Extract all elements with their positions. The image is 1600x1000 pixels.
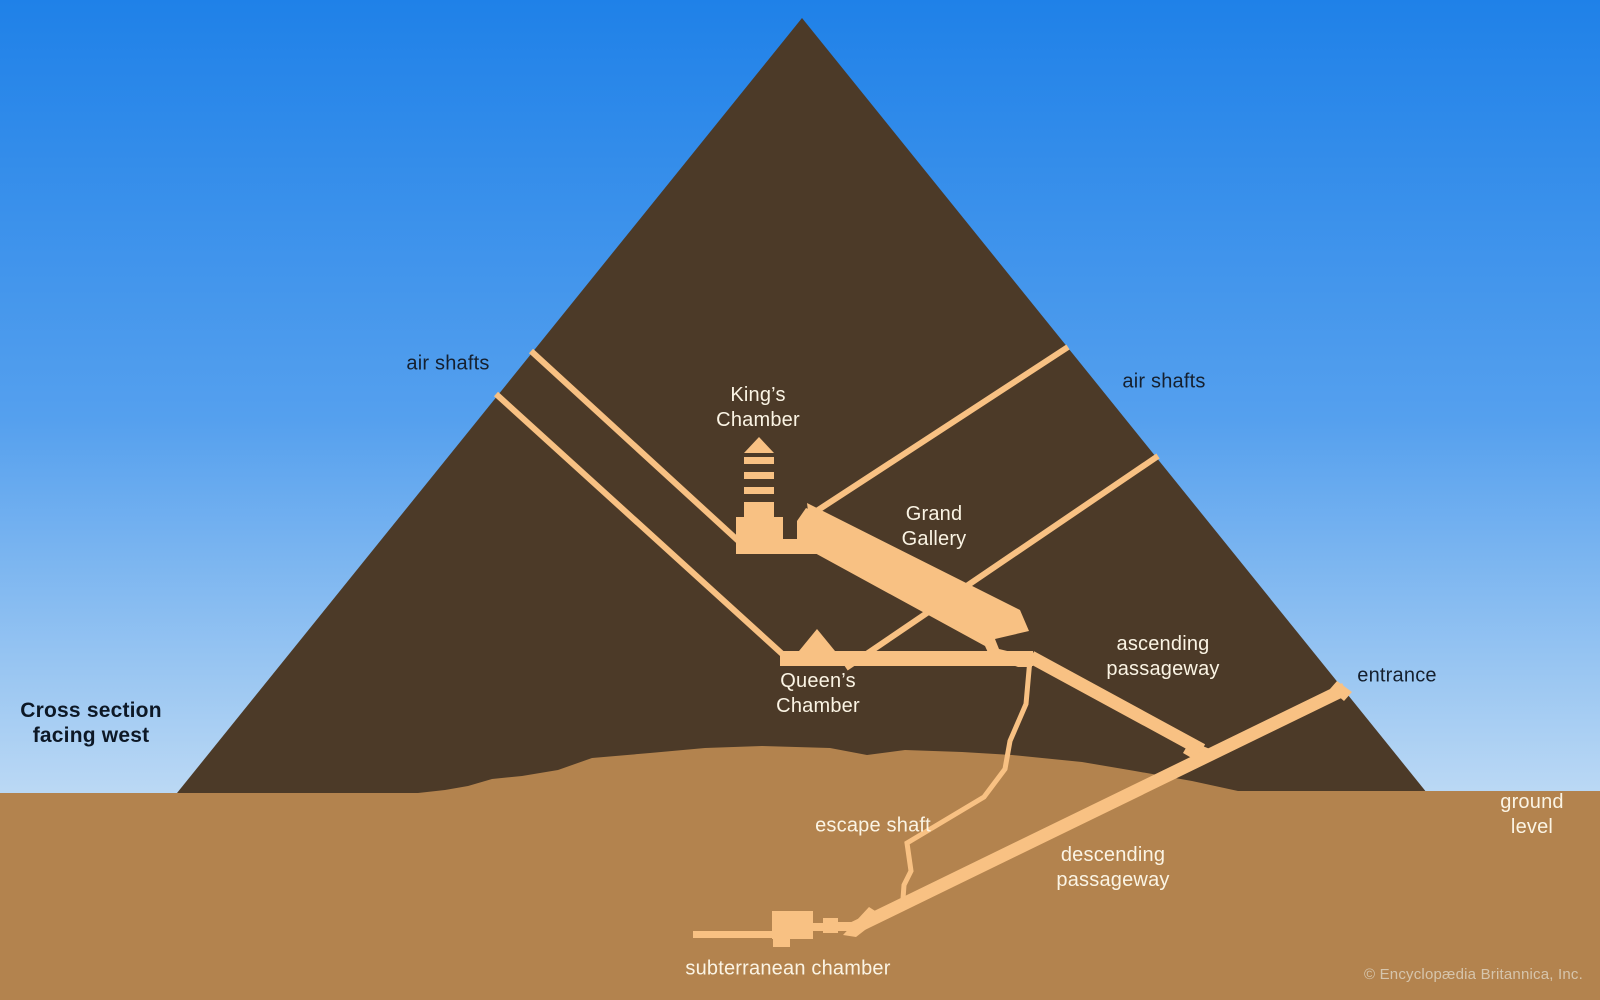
grand-gallery-shape [807, 503, 1032, 667]
dead-end-passage-shape [693, 931, 772, 938]
label-entrance: entrance [1357, 664, 1437, 687]
relieving-tower-stripe [744, 457, 774, 464]
air-shaft-kings-right-line [810, 344, 1070, 517]
kings-antechamber-shape [797, 508, 822, 554]
label-ground-level: ground level [1500, 791, 1564, 838]
label-air-shafts-right: air shafts [1122, 370, 1206, 393]
label-grand-gallery: Grand Gallery [901, 503, 967, 550]
relieving-tower-stripe [744, 487, 774, 494]
label-air-shafts-left: air shafts [406, 352, 490, 375]
subterranean-chamber-shape [772, 911, 813, 939]
label-queens-chamber: Queen’s Chamber [776, 670, 860, 717]
ground-shape [0, 746, 1600, 1000]
queens-chamber-shape [802, 648, 832, 666]
queens-chamber-roof-shape [799, 629, 835, 651]
pyramid-shape [177, 18, 1427, 793]
subterranean-connector-shape [838, 922, 858, 931]
label-cross-section-note: Cross section facing west [20, 699, 162, 747]
label-kings-chamber: King’s Chamber [716, 384, 800, 431]
queens-passage-shape [780, 651, 1033, 666]
relieving-tower-stripe [744, 502, 774, 509]
relieving-tower-shape [744, 509, 774, 541]
entrance-opening-shape [1330, 681, 1352, 701]
subterranean-chamber-pit-shape [773, 939, 790, 947]
relieving-tower-cap-shape [744, 437, 774, 453]
escape-shaft-line [900, 658, 1033, 900]
label-descending-passageway: descending passageway [1056, 844, 1170, 891]
air-shaft-kings-left-line [528, 348, 748, 550]
label-subterranean-chamber: subterranean chamber [685, 957, 891, 980]
ascending-passage-shape [1027, 651, 1206, 756]
air-shaft-queens-right-line [844, 453, 1160, 671]
relieving-tower-stripe [744, 472, 774, 479]
label-escape-shaft: escape shaft [815, 814, 931, 837]
subterranean-antechamber-shape [823, 918, 838, 933]
descending-passage-shape [851, 683, 1348, 934]
copyright-text: © Encyclopædia Britannica, Inc. [1363, 966, 1583, 983]
subterranean-neck-shape [812, 923, 823, 931]
passage-network [493, 344, 1352, 947]
label-ascending-passageway: ascending passageway [1106, 633, 1220, 680]
air-shaft-queens-left-line [493, 391, 793, 664]
